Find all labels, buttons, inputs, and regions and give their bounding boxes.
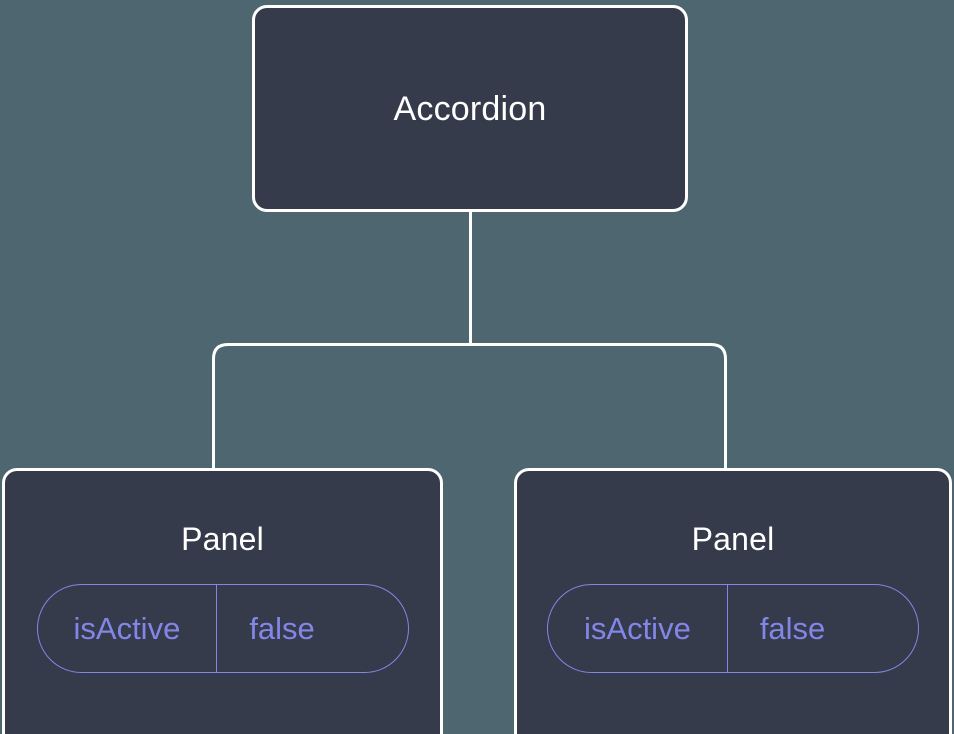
tree-node-accordion[interactable]: Accordion <box>252 5 688 212</box>
prop-value: false <box>726 585 857 672</box>
node-label: Panel <box>691 521 775 557</box>
node-label: Panel <box>181 521 264 557</box>
prop-pill-isactive[interactable]: isActive false <box>547 584 919 673</box>
tree-node-panel-1[interactable]: Panel isActive false <box>514 468 952 734</box>
connector-branch-right <box>470 343 727 470</box>
tree-node-panel-0[interactable]: Panel isActive false <box>2 468 443 734</box>
node-label: Accordion <box>393 89 547 128</box>
connector-branch-left <box>212 343 471 470</box>
prop-key: isActive <box>584 611 691 646</box>
prop-key: isActive <box>73 611 181 646</box>
prop-pill-isactive[interactable]: isActive false <box>36 584 409 673</box>
prop-value: false <box>216 585 346 672</box>
